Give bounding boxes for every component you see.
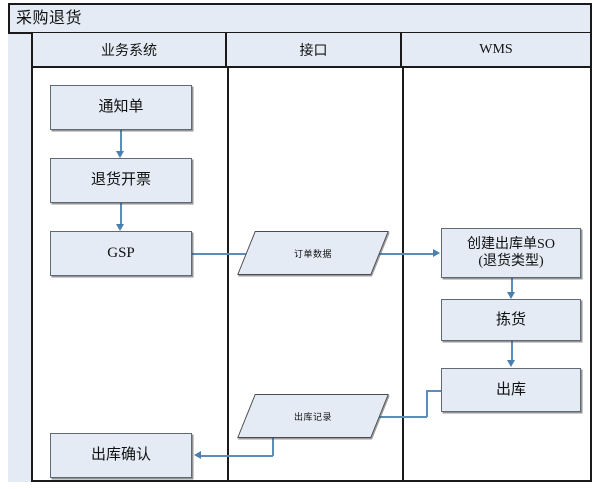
node-out-confirm[interactable]: 出库确认: [50, 433, 192, 478]
node-create-so-label: 创建出库单SO (退货类型): [467, 236, 555, 271]
node-create-so[interactable]: 创建出库单SO (退货类型): [441, 228, 581, 278]
edge-record-to-confirm-seg1: [272, 434, 274, 456]
edge-notice-to-invoice-arrowhead: [116, 151, 124, 158]
node-order-data-label: 订单数据: [293, 248, 332, 259]
lane-header-business-label: 业务系统: [101, 43, 157, 59]
edge-invoice-to-gsp-arrowhead: [116, 224, 124, 231]
edge-outbound-to-record-seg2: [426, 390, 428, 417]
edge-outbound-to-record-seg3: [376, 416, 427, 418]
edge-picking-to-outbound: [511, 341, 513, 362]
edge-record-to-confirm-seg2: [200, 455, 273, 457]
edge-create-so-to-picking: [511, 278, 513, 293]
node-order-data[interactable]: 订单数据: [237, 231, 389, 275]
node-create-so-label-line1: 创建出库单SO: [467, 236, 555, 252]
node-outbound-label: 出库: [495, 381, 526, 398]
lane-divider-1: [227, 68, 229, 482]
edge-outbound-to-record-seg1: [426, 390, 444, 392]
edge-create-so-to-picking-arrowhead: [507, 292, 515, 299]
node-notice-label: 通知单: [98, 99, 144, 116]
edge-gsp-to-order-data: [192, 253, 254, 255]
lane-header-wms-label: WMS: [479, 41, 513, 57]
lane-header-wms: WMS: [402, 33, 590, 68]
node-outbound[interactable]: 出库: [441, 368, 581, 412]
edge-picking-to-outbound-arrowhead: [507, 360, 515, 367]
lane-header-interface: 接口: [227, 33, 402, 68]
node-picking[interactable]: 拣货: [441, 299, 581, 341]
edge-notice-to-invoice: [120, 130, 122, 153]
edge-record-to-confirm-arrowhead: [194, 451, 201, 459]
lane-header-interface-label: 接口: [299, 43, 328, 59]
edge-invoice-to-gsp: [120, 203, 122, 226]
node-out-record-label: 出库记录: [293, 411, 332, 422]
node-out-record[interactable]: 出库记录: [237, 394, 389, 438]
diagram-title: 采购退货: [16, 9, 83, 27]
node-picking-label: 拣货: [495, 311, 526, 328]
node-gsp-label: GSP: [107, 245, 135, 262]
edge-order-data-to-create-so-arrowhead: [433, 249, 440, 257]
node-invoice[interactable]: 退货开票: [50, 158, 192, 203]
diagram-title-bar: 采购退货: [8, 3, 592, 34]
lane-divider-2: [402, 68, 404, 482]
node-gsp[interactable]: GSP: [50, 231, 192, 276]
node-create-so-label-line2: (退货类型): [478, 254, 544, 269]
node-invoice-label: 退货开票: [90, 172, 151, 189]
edge-order-data-to-create-so: [372, 253, 435, 255]
lane-header-business: 业务系统: [33, 33, 227, 68]
lane-gutter: [8, 33, 33, 482]
node-notice[interactable]: 通知单: [50, 85, 192, 130]
node-out-confirm-label: 出库确认: [90, 447, 151, 464]
